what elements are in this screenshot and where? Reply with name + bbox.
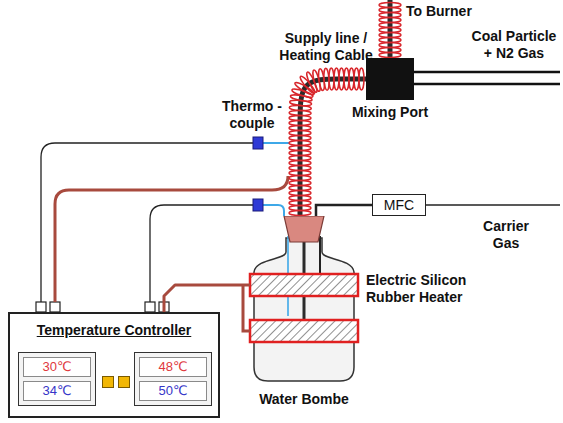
display-panel: 30℃34℃ [18, 352, 96, 406]
coal-feed-line [414, 83, 560, 86]
sensor-label: Thermo -couple [222, 98, 282, 132]
measured-reading: 34℃ [23, 381, 91, 401]
terminal [145, 302, 155, 312]
heater-wire [164, 285, 240, 312]
indicator-lamp [102, 376, 114, 388]
thermocouple-joint [253, 137, 263, 149]
mfc-box: MFC [372, 194, 426, 216]
indicator-lamp [118, 376, 130, 388]
thermocouple-probe [263, 205, 284, 216]
thermocouple-wire [41, 143, 253, 302]
heating-coil [359, 68, 364, 90]
heater-band [250, 274, 358, 296]
rubber-stopper [284, 216, 324, 242]
water-bombe: Water Bombe [240, 216, 368, 408]
heater-wire [240, 285, 250, 331]
display-panel: 48℃50℃ [134, 352, 212, 406]
temperature-controller: Temperature Controller30℃34℃48℃50℃ [8, 312, 220, 418]
gas-label: Carrier Gas [476, 218, 536, 252]
terminal [36, 302, 46, 312]
coal-feed-line [414, 71, 560, 74]
cable-label: Supply line / Heating Cable [278, 30, 374, 64]
mixing-port-label: Mixing Port [352, 104, 428, 121]
carrier-gas-tube [316, 205, 372, 216]
outlet-label: To Burner [406, 3, 496, 20]
burner-tube [388, 0, 393, 58]
thermocouple-joint [253, 199, 263, 211]
thermocouple-wire [150, 205, 253, 302]
mfc-label: MFC [384, 197, 414, 214]
measured-reading: 50℃ [139, 381, 207, 401]
setpoint-reading: 48℃ [139, 357, 207, 377]
heating-coil [379, 3, 401, 8]
feed-label: Coal Particle + N2 Gas [468, 28, 560, 62]
heater-label: Electric Silicon Rubber Heater [366, 272, 478, 306]
carrier-gas-line [426, 204, 560, 206]
bottle-illustration [240, 216, 368, 408]
bombe-label: Water Bombe [240, 391, 368, 408]
heater-band [250, 320, 358, 342]
mixing-port: Mixing Port [366, 58, 414, 100]
thermocouple-probe [263, 142, 289, 144]
setpoint-reading: 30℃ [23, 357, 91, 377]
terminal [50, 302, 60, 312]
controller-title: Temperature Controller [10, 322, 218, 339]
inner-tube [319, 236, 321, 276]
